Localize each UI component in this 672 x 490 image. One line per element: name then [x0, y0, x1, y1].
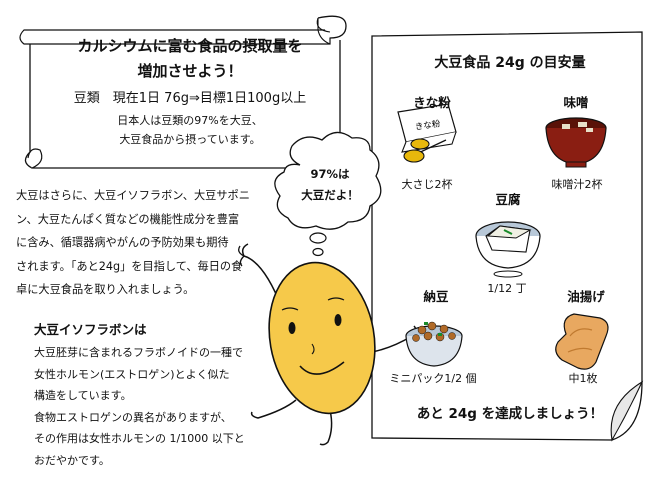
legume-intake-target: 豆類 現在1日 76g⇒目標1日100g以上 — [73, 91, 307, 106]
intro-line: ン、大豆たんぱく質などの機能性成分を豊富 — [16, 212, 240, 226]
miso-soup-illustration — [545, 117, 607, 168]
intro-line: 卓に大豆食品を取り入れましょう。 — [16, 283, 195, 296]
isoflavone-line: 構造をしています。 — [34, 389, 132, 402]
natto-label: 納豆 — [423, 289, 449, 304]
tofu-label: 豆腐 — [495, 192, 521, 207]
isoflavone-line: 女性ホルモン(エストロゲン)とよく似た — [34, 367, 230, 381]
miso-label: 味噌 — [563, 95, 589, 110]
intro-line: に含み、循環器病やがんの予防効果も期待 — [16, 236, 229, 249]
intro-line: 大豆はさらに、大豆イソフラボン、大豆サポニ — [16, 189, 250, 202]
scroll-note: 日本人は豆類の97%を大豆、 大豆食品から摂っています。 — [40, 111, 340, 149]
tofu-illustration — [475, 221, 541, 278]
scroll-note-line: 大豆食品から摂っています。 — [119, 133, 261, 146]
thought-bubble-text: 97%は 大豆だよ！ — [280, 164, 380, 206]
aburaage-amount: 中1枚 — [568, 372, 598, 385]
tofu-amount: 1/12 丁 — [487, 282, 527, 295]
isoflavone-line: その作用は女性ホルモンの 1/1000 以下と — [34, 432, 245, 445]
aburaage-label: 油揚げ — [567, 289, 605, 304]
intro-paragraph: 大豆はさらに、大豆イソフラボン、大豆サポニ ン、大豆たんぱく質などの機能性成分を… — [16, 184, 274, 302]
kinako-label: きな粉 — [413, 95, 451, 110]
scroll-title-line: 増加させよう！ — [137, 62, 243, 80]
bubble-line: 大豆だよ！ — [301, 188, 359, 202]
scroll-banner — [19, 15, 347, 169]
scroll-title-line: カルシウムに富む食品の摂取量を — [77, 37, 303, 55]
isoflavone-line: 大豆胚芽に含まれるフラボノイドの一種で — [34, 346, 243, 359]
scroll-title: カルシウムに富む食品の摂取量を 増加させよう！ — [40, 34, 340, 84]
natto-illustration — [405, 321, 463, 367]
natto-amount: ミニパック1/2 個 — [389, 372, 477, 385]
kinako-illustration: きな粉 — [397, 103, 457, 163]
aburaage-illustration — [555, 313, 609, 370]
intro-line: されます。「あと24g」を目指して、毎日の食 — [16, 259, 243, 273]
bubble-line: 97%は — [310, 167, 350, 181]
soybean-mascot — [238, 243, 417, 446]
isoflavone-line: おだやかです。 — [34, 453, 110, 467]
kinako-package-label: きな粉 — [414, 118, 441, 133]
panel-title: 大豆食品 24g の目安量 — [434, 55, 586, 71]
isoflavone-description: 大豆胚芽に含まれるフラボノイドの一種で 女性ホルモン(エストロゲン)とよく似た … — [34, 342, 280, 471]
scroll-banner-text: カルシウムに富む食品の摂取量を 増加させよう！ 豆類 現在1日 76g⇒目標1日… — [40, 34, 340, 149]
kinako-amount: 大さじ2杯 — [401, 178, 453, 191]
scroll-note-line: 日本人は豆類の97%を大豆、 — [117, 114, 263, 127]
thought-bubble — [274, 131, 382, 257]
isoflavone-heading: 大豆イソフラボンは — [34, 322, 147, 337]
miso-amount: 味噌汁2杯 — [551, 178, 603, 191]
panel-footer-message: あと 24g を達成しましょう！ — [416, 406, 604, 422]
isoflavone-line: 食物エストロゲンの異名がありますが、 — [34, 410, 232, 424]
